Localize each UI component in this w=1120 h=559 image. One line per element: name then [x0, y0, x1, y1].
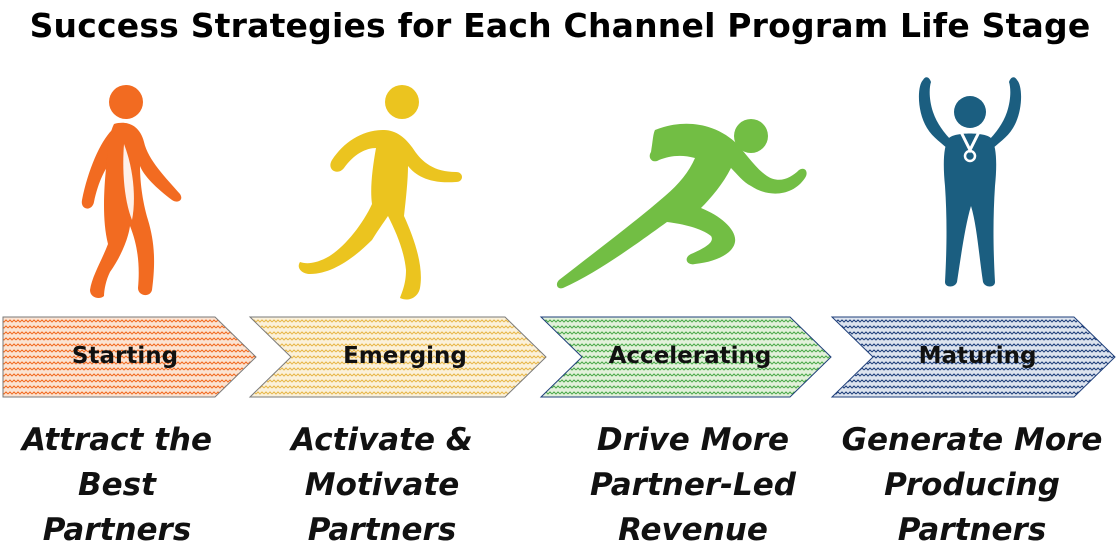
caption-line: Best: [78, 467, 156, 503]
stage-label-accelerating: Accelerating: [608, 343, 772, 369]
winner-person-icon: [918, 77, 1022, 287]
caption-line: Attract the: [21, 422, 213, 458]
stage-caption-accelerating: Drive More Partner-Led Revenue: [548, 418, 838, 553]
stage-caption-maturing: Generate More Producing Partners: [827, 418, 1117, 553]
stage-caption-emerging: Activate & Motivate Partners: [237, 418, 527, 553]
page-title: Success Strategies for Each Channel Prog…: [29, 6, 1091, 45]
caption-line: Activate &: [291, 422, 473, 458]
stage-caption-starting: Attract the Best Partners: [0, 418, 262, 553]
caption-line: Revenue: [618, 512, 768, 548]
caption-line: Producing: [884, 467, 1060, 503]
walking-person-icon: [81, 85, 182, 298]
chevron-accelerating: [539, 316, 832, 398]
stage-label-maturing: Maturing: [918, 343, 1037, 369]
chevron-starting: [2, 316, 257, 398]
caption-line: Partners: [42, 512, 192, 548]
stage-label-emerging: Emerging: [343, 343, 467, 369]
caption-line: Motivate: [304, 467, 460, 503]
stage-label-starting: Starting: [71, 343, 179, 369]
caption-line: Generate More: [841, 422, 1103, 458]
sprinting-person-icon: [556, 119, 807, 289]
caption-line: Partners: [307, 512, 457, 548]
jogging-person-icon: [298, 85, 462, 300]
caption-line: Partner-Led: [590, 467, 796, 503]
chevron-emerging: [248, 316, 547, 398]
caption-line: Drive More: [596, 422, 790, 458]
chevron-maturing: [830, 316, 1116, 398]
caption-line: Partners: [897, 512, 1047, 548]
